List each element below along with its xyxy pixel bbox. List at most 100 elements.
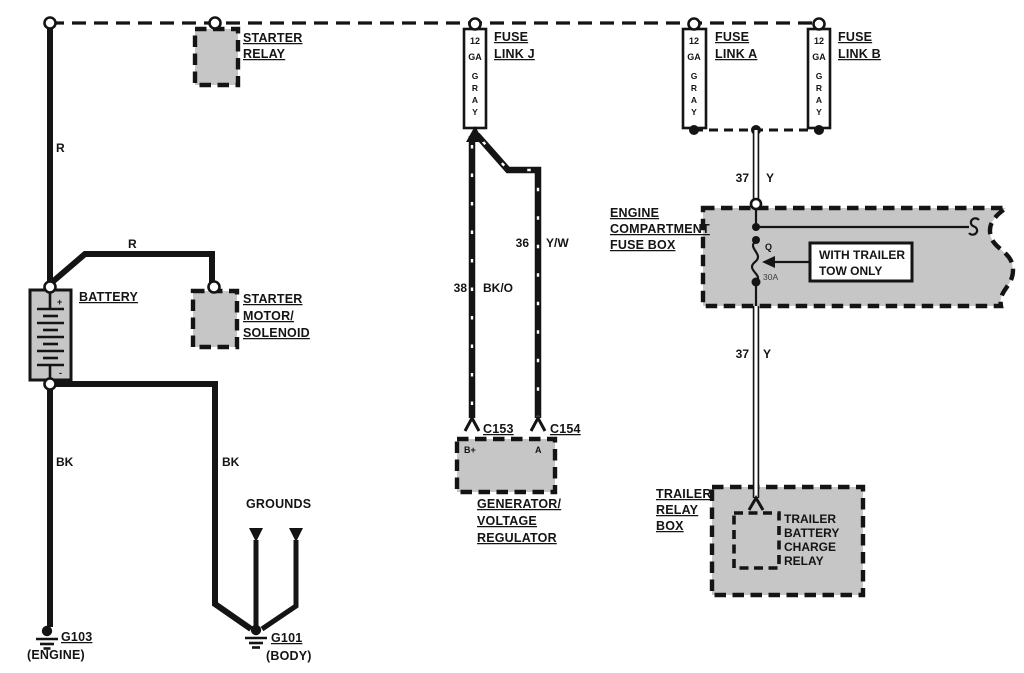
battery-minus-label: - — [59, 368, 62, 378]
note-line-2: TOW ONLY — [819, 264, 882, 278]
wire-r-branch — [48, 251, 215, 287]
starter-relay — [192, 26, 241, 88]
bus-nodes — [43, 16, 826, 31]
fuse-link-b-label: FUSE — [838, 30, 872, 44]
ground-g101-id: G101 — [271, 631, 302, 645]
wire-38-color-label: BK/O — [483, 281, 513, 295]
engine-fuse-box-label: COMPARTMENT — [610, 222, 710, 236]
left-arrow-icon — [762, 256, 775, 268]
fuse-link-a-gauge: 12 — [689, 36, 699, 46]
fuse-link-b-color-letter: R — [816, 83, 822, 93]
up-arrow-icon — [466, 126, 484, 142]
terminal-b-plus-label: B+ — [464, 445, 476, 455]
fuse-link-b-color-letter: G — [816, 71, 823, 81]
wire-label-bk-body: BK — [222, 455, 240, 469]
wire-36-yw — [474, 132, 542, 418]
starter-motor-box — [190, 288, 240, 350]
wire-36-color-label: Y/W — [546, 236, 569, 250]
battery: + - — [28, 280, 73, 391]
fuse-link-a-color-letter: G — [691, 71, 698, 81]
fuse-link-b-color-letter: Y — [816, 107, 822, 117]
trailer-relay-box-label: TRAILER — [656, 487, 712, 501]
continuation-s-icon — [968, 217, 980, 236]
fuse-link-j-color-letter: G — [472, 71, 479, 81]
battery-plus-label: + — [57, 297, 62, 307]
fuse-link-a: 12 GA G R A Y — [681, 27, 708, 130]
ground-stem-right — [260, 540, 299, 632]
fuse-link-b: 12 GA G R A Y — [806, 27, 832, 130]
starter-motor-label: MOTOR/ — [243, 309, 294, 323]
bus-node-fuse-link-b — [812, 17, 826, 31]
fuse-link-j-color-letter: A — [472, 95, 478, 105]
ground-arrow-icon — [289, 528, 303, 542]
starter-relay-label: STARTER — [243, 31, 303, 45]
starter-motor-label: SOLENOID — [243, 326, 310, 340]
starter-relay-box — [192, 26, 241, 88]
connector-c154-label: C154 — [550, 422, 581, 436]
relay-connector-flare — [747, 495, 765, 511]
fuse-link-j-label: LINK J — [494, 47, 535, 61]
fuse-link-a-label: FUSE — [715, 30, 749, 44]
ground-symbol-g101 — [245, 624, 267, 649]
trailer-battery-charge-relay-label: BATTERY — [784, 526, 839, 540]
grounds-heading: GROUNDS — [246, 497, 311, 511]
battery-circuit — [47, 23, 253, 632]
wire-label-r-main: R — [56, 141, 65, 155]
connector-c153-label: C153 — [483, 422, 514, 436]
fuse-link-a-color-letter: A — [691, 95, 697, 105]
fuse-link-a-gauge-unit: GA — [687, 52, 701, 62]
wire-label-bk-engine: BK — [56, 455, 74, 469]
wire-36-circuit-label: 36 — [516, 236, 530, 250]
generator-label: VOLTAGE — [477, 514, 537, 528]
fuse-link-b-gauge: 12 — [814, 36, 824, 46]
fuse-link-b-color-letter: A — [816, 95, 822, 105]
fuse-link-j-gauge: 12 — [470, 36, 480, 46]
note-line-1: WITH TRAILER — [819, 248, 905, 262]
generator-label: GENERATOR/ — [477, 497, 562, 511]
ground-g101-location: (BODY) — [266, 649, 312, 663]
starter-relay-label: RELAY — [243, 47, 286, 61]
generator-voltage-regulator: B+ A — [454, 436, 558, 495]
wire-37-upper-color-label: Y — [766, 171, 774, 185]
ground-dome-icon — [250, 624, 262, 636]
trailer-relay-box-outline — [709, 484, 866, 598]
wire-38-circuit-label: 38 — [454, 281, 468, 295]
generator-box — [454, 436, 558, 495]
trailer-battery-charge-relay-label: TRAILER — [784, 512, 836, 526]
trailer-tow-note: WITH TRAILER TOW ONLY — [762, 241, 914, 283]
starter-motor-solenoid — [190, 280, 240, 350]
grounds-group — [36, 528, 303, 650]
fuse-link-b-label: LINK B — [838, 47, 881, 61]
fuse-link-j-gauge-unit: GA — [468, 52, 482, 62]
engine-fuse-box-label: FUSE BOX — [610, 238, 676, 252]
fuse-bottom-dot — [751, 277, 761, 287]
bus-node-starter-relay — [208, 16, 222, 30]
trailer-relay-box-label: RELAY — [656, 503, 699, 517]
fuse-rating-label: 30A — [763, 272, 778, 282]
fuse-link-j-color-letter: Y — [472, 107, 478, 117]
wire-37-lower — [747, 306, 765, 511]
terminal-a-label: A — [535, 445, 542, 455]
ground-arrow-icon — [249, 528, 263, 542]
note-box — [808, 241, 914, 283]
starter-motor-node — [207, 280, 221, 294]
ground-g103-id: G103 — [61, 630, 92, 644]
starter-motor-label: STARTER — [243, 292, 303, 306]
fuse-link-a-color-letter: R — [691, 83, 697, 93]
labels: R R BATTERY STARTER RELAY STARTER MOTOR/… — [27, 30, 881, 663]
trailer-battery-charge-relay-label: RELAY — [784, 554, 824, 568]
ground-symbol-g103 — [36, 625, 58, 650]
battery-label: BATTERY — [79, 290, 138, 304]
wire-bk-body — [52, 381, 253, 632]
fuse-element-icon — [750, 240, 760, 282]
battery-top-node — [43, 280, 57, 294]
trailer-battery-charge-relay-label: CHARGE — [784, 540, 836, 554]
connector-c154-flare — [529, 414, 547, 432]
bus-node-fuse-link-j — [468, 17, 482, 31]
connector-c153-flare — [463, 414, 481, 432]
wire-nicks — [476, 134, 540, 418]
trailer-battery-charge-relay-box — [732, 511, 781, 570]
trailer-relay-box — [709, 484, 866, 598]
